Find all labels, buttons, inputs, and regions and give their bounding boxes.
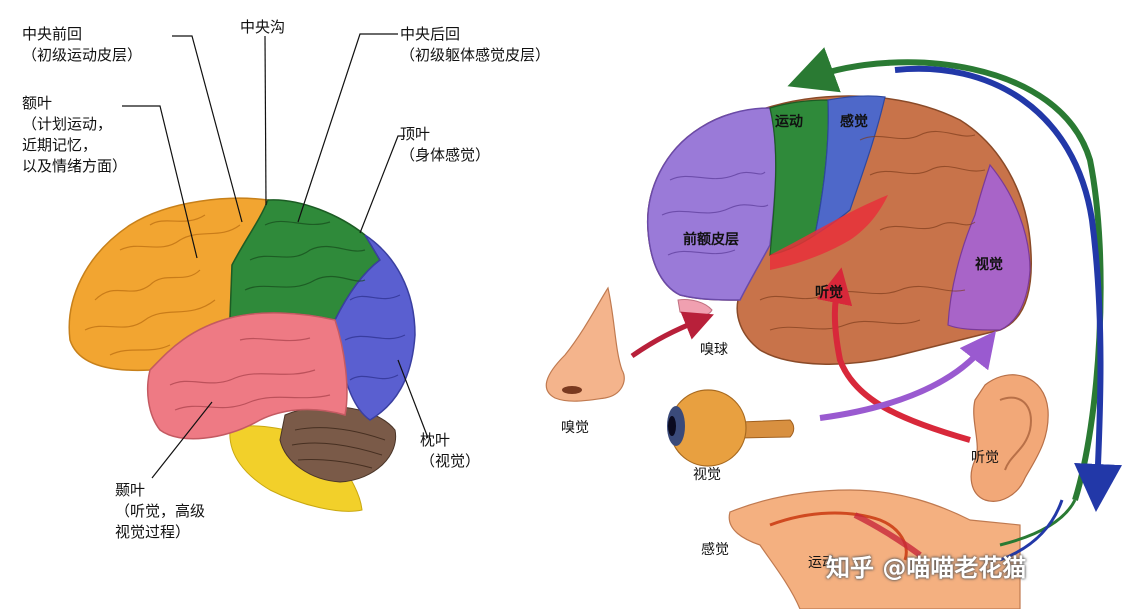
leader-postcentral <box>297 33 398 223</box>
label-motor-area: 运动 <box>775 114 803 130</box>
leader-occipital <box>397 359 429 439</box>
red-arrow-ear <box>816 267 971 443</box>
blue-arrow <box>894 65 1123 512</box>
label-hearing-area: 听觉 <box>815 285 843 301</box>
nose-illustration <box>545 286 625 402</box>
vision-area-right <box>947 163 1031 331</box>
label-motion: 运动 <box>808 555 836 571</box>
sensory-strip-right <box>814 95 886 237</box>
label-olfactory-bulb: 嗅球 <box>700 342 728 358</box>
label-touch: 感觉 <box>701 542 729 558</box>
label-vision-area: 视觉 <box>975 257 1003 273</box>
label-precentral-gyrus: 中央前回 （初级运动皮层） <box>22 25 143 64</box>
label-frontal-lobe: 额叶 （计划运动， 近期记忆， 以及情绪方面） <box>22 94 128 175</box>
leader-precentral <box>172 35 243 223</box>
leader-frontal <box>122 105 198 259</box>
watermark: 知乎 @喵喵老花猫 <box>826 554 1027 582</box>
label-occipital-lobe: 枕叶 （视觉） <box>420 431 481 470</box>
occipital-lobe <box>334 234 416 421</box>
label-prefrontal: 前额皮层 <box>683 232 739 248</box>
temporal-lobe <box>146 312 348 440</box>
green-arrow <box>787 47 1104 501</box>
auditory-highlight <box>770 195 888 270</box>
leader-central-sulcus <box>264 35 267 206</box>
left-brain <box>68 33 429 512</box>
right-brain <box>646 95 1032 365</box>
purple-arrow <box>819 330 997 421</box>
label-hearing: 听觉 <box>971 450 999 466</box>
blue-arrow-tail <box>999 499 1064 562</box>
label-sensory-area: 感觉 <box>840 114 868 130</box>
olfactory-bulb <box>677 299 713 317</box>
label-smell: 嗅觉 <box>561 420 589 436</box>
label-postcentral-gyrus: 中央后回 （初级躯体感觉皮层） <box>400 25 551 64</box>
leader-parietal <box>359 135 405 234</box>
label-parietal-lobe: 顶叶 （身体感觉） <box>400 125 491 164</box>
leader-temporal <box>151 401 213 479</box>
label-sight: 视觉 <box>693 467 721 483</box>
label-central-sulcus: 中央沟 <box>240 18 286 36</box>
eye-illustration <box>667 389 795 467</box>
hand-illustration <box>728 489 1021 609</box>
label-temporal-lobe: 颞叶 （听觉，高级 视觉过程） <box>115 481 206 541</box>
red-arrow-nose <box>630 311 714 359</box>
ear-illustration <box>970 374 1049 502</box>
